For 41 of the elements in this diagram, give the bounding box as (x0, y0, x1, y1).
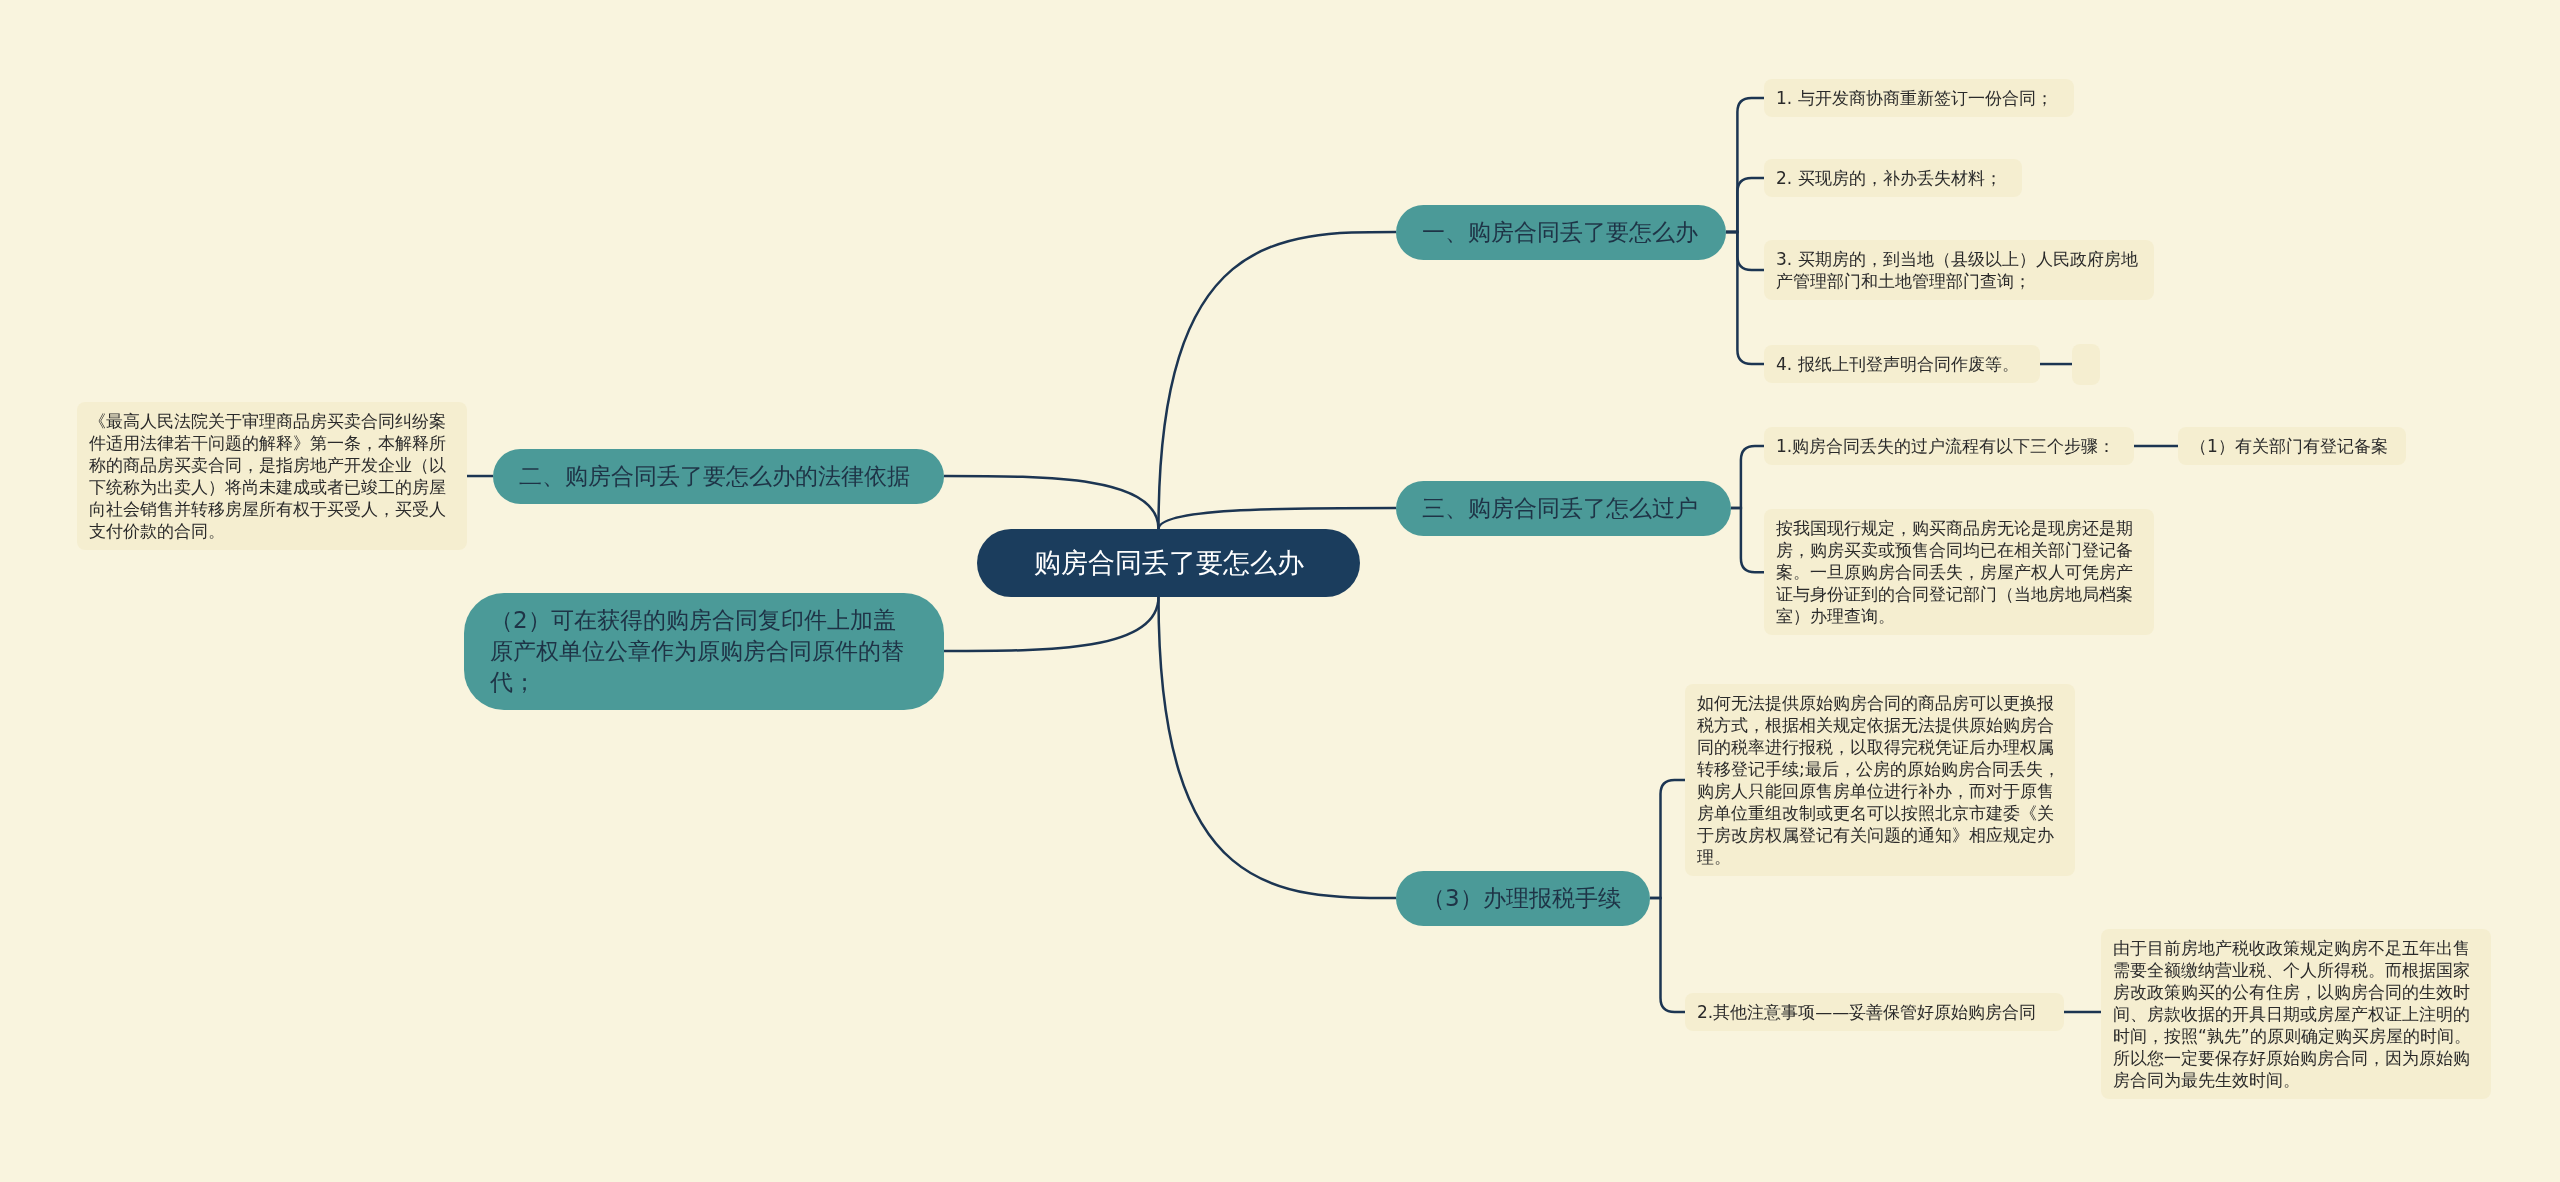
topic-pill (493, 448, 944, 504)
note-card (2101, 928, 2491, 1100)
connector-line (1731, 506, 1764, 574)
note-text: 如何无法提供原始购房合同的商品房可以更换报税方式，根据相关规定依据无法提供原始购房合同的税率进行报税，以取得完税凭证后办理权属转移登记手续;最后，公房的原始购房合同丢失，购房人只能回原售房单位进行补办，而对于原售房单位重组改制或更名可以按照北京市建委《关于房改房权属登记有关问题的通知》相应规定办理。 (1697, 691, 2061, 869)
note-text: 3. 买期房的，到当地（县级以上）人民政府房地产管理部门和土地管理部门查询； (1776, 248, 2139, 293)
connector-line (2040, 362, 2072, 366)
topic-text: （2）可在获得的购房合同复印件上加盖原产权单位公章作为原购房合同原件的替代； (490, 605, 905, 697)
note-text: 1.购房合同丢失的过户流程有以下三个步骤： (1776, 435, 2117, 458)
note-card (1764, 240, 2154, 301)
topic-text: 三、购房合同丢了怎么过户 (1422, 493, 1699, 523)
connector-line (944, 474, 1160, 530)
note-text: 2.其他注意事项——妥善保管好原始购房合同 (1697, 1001, 2038, 1024)
topic-pill (1396, 870, 1650, 926)
empty-card (2072, 343, 2100, 385)
note-card (1685, 993, 2064, 1032)
note-card (2178, 427, 2406, 466)
note-text: 2. 买现房的，补办丢失材料； (1776, 167, 2003, 190)
topic-pill (464, 592, 944, 710)
topic-pill (1396, 204, 1726, 260)
connector-line (944, 596, 1160, 653)
connector-line (467, 474, 493, 478)
note-text: 由于目前房地产税收政策规定购房不足五年出售需要全额缴纳营业税、个人所得税。而根据国家房改政策购买的公有住房，以购房合同的生效时间、房款收据的开具日期或房屋产权证上注明的时间，按照“孰先”的原则确定购买房屋的时间。所以您一定要保存好原始购房合同，因为原始购房合同为最先生效时间。 (2113, 936, 2472, 1092)
connector-line (2064, 1010, 2101, 1014)
note-card (1764, 159, 2022, 198)
topic-pill (1396, 480, 1731, 536)
note-text: 1. 与开发商协商重新签订一份合同； (1776, 87, 2054, 110)
topic-text: （3）办理报税手续 (1422, 883, 1622, 913)
note-text: 4. 报纸上刊登声明合同作废等。 (1776, 353, 2020, 376)
note-card (77, 401, 467, 551)
note-card (1764, 79, 2074, 118)
connector-line (2134, 444, 2178, 448)
note-text: 《最高人民法院关于审理商品房买卖合同纠纷案件适用法律若干问题的解释》第一条，本解释所称的商品房买卖合同，是指房地产开发企业（以下统称为出卖人）将尚未建成或者已竣工的房屋向社会销售并转移房屋所有权于买受人，买受人支付价款的合同。 (89, 409, 447, 543)
topic-text: 一、购房合同丢了要怎么办 (1422, 217, 1699, 247)
topic-text: 二、购房合同丢了要怎么办的法律依据 (519, 461, 911, 491)
title-text: 购房合同丢了要怎么办 (1032, 546, 1305, 580)
connector-line (1157, 506, 1396, 530)
note-text: （1）有关部门有登记备案 (2190, 435, 2389, 458)
note-card (1764, 509, 2154, 636)
note-card (1764, 345, 2040, 384)
note-text: 按我国现行规定，购买商品房无论是现房还是期房，购房买卖或预售合同均已在相关部门登记备案。一旦原购房合同丢失，房屋产权人可凭房产证与身份证到的合同登记部门（当地房地局档案室）办理查询。 (1776, 517, 2134, 628)
note-card (1764, 427, 2134, 466)
